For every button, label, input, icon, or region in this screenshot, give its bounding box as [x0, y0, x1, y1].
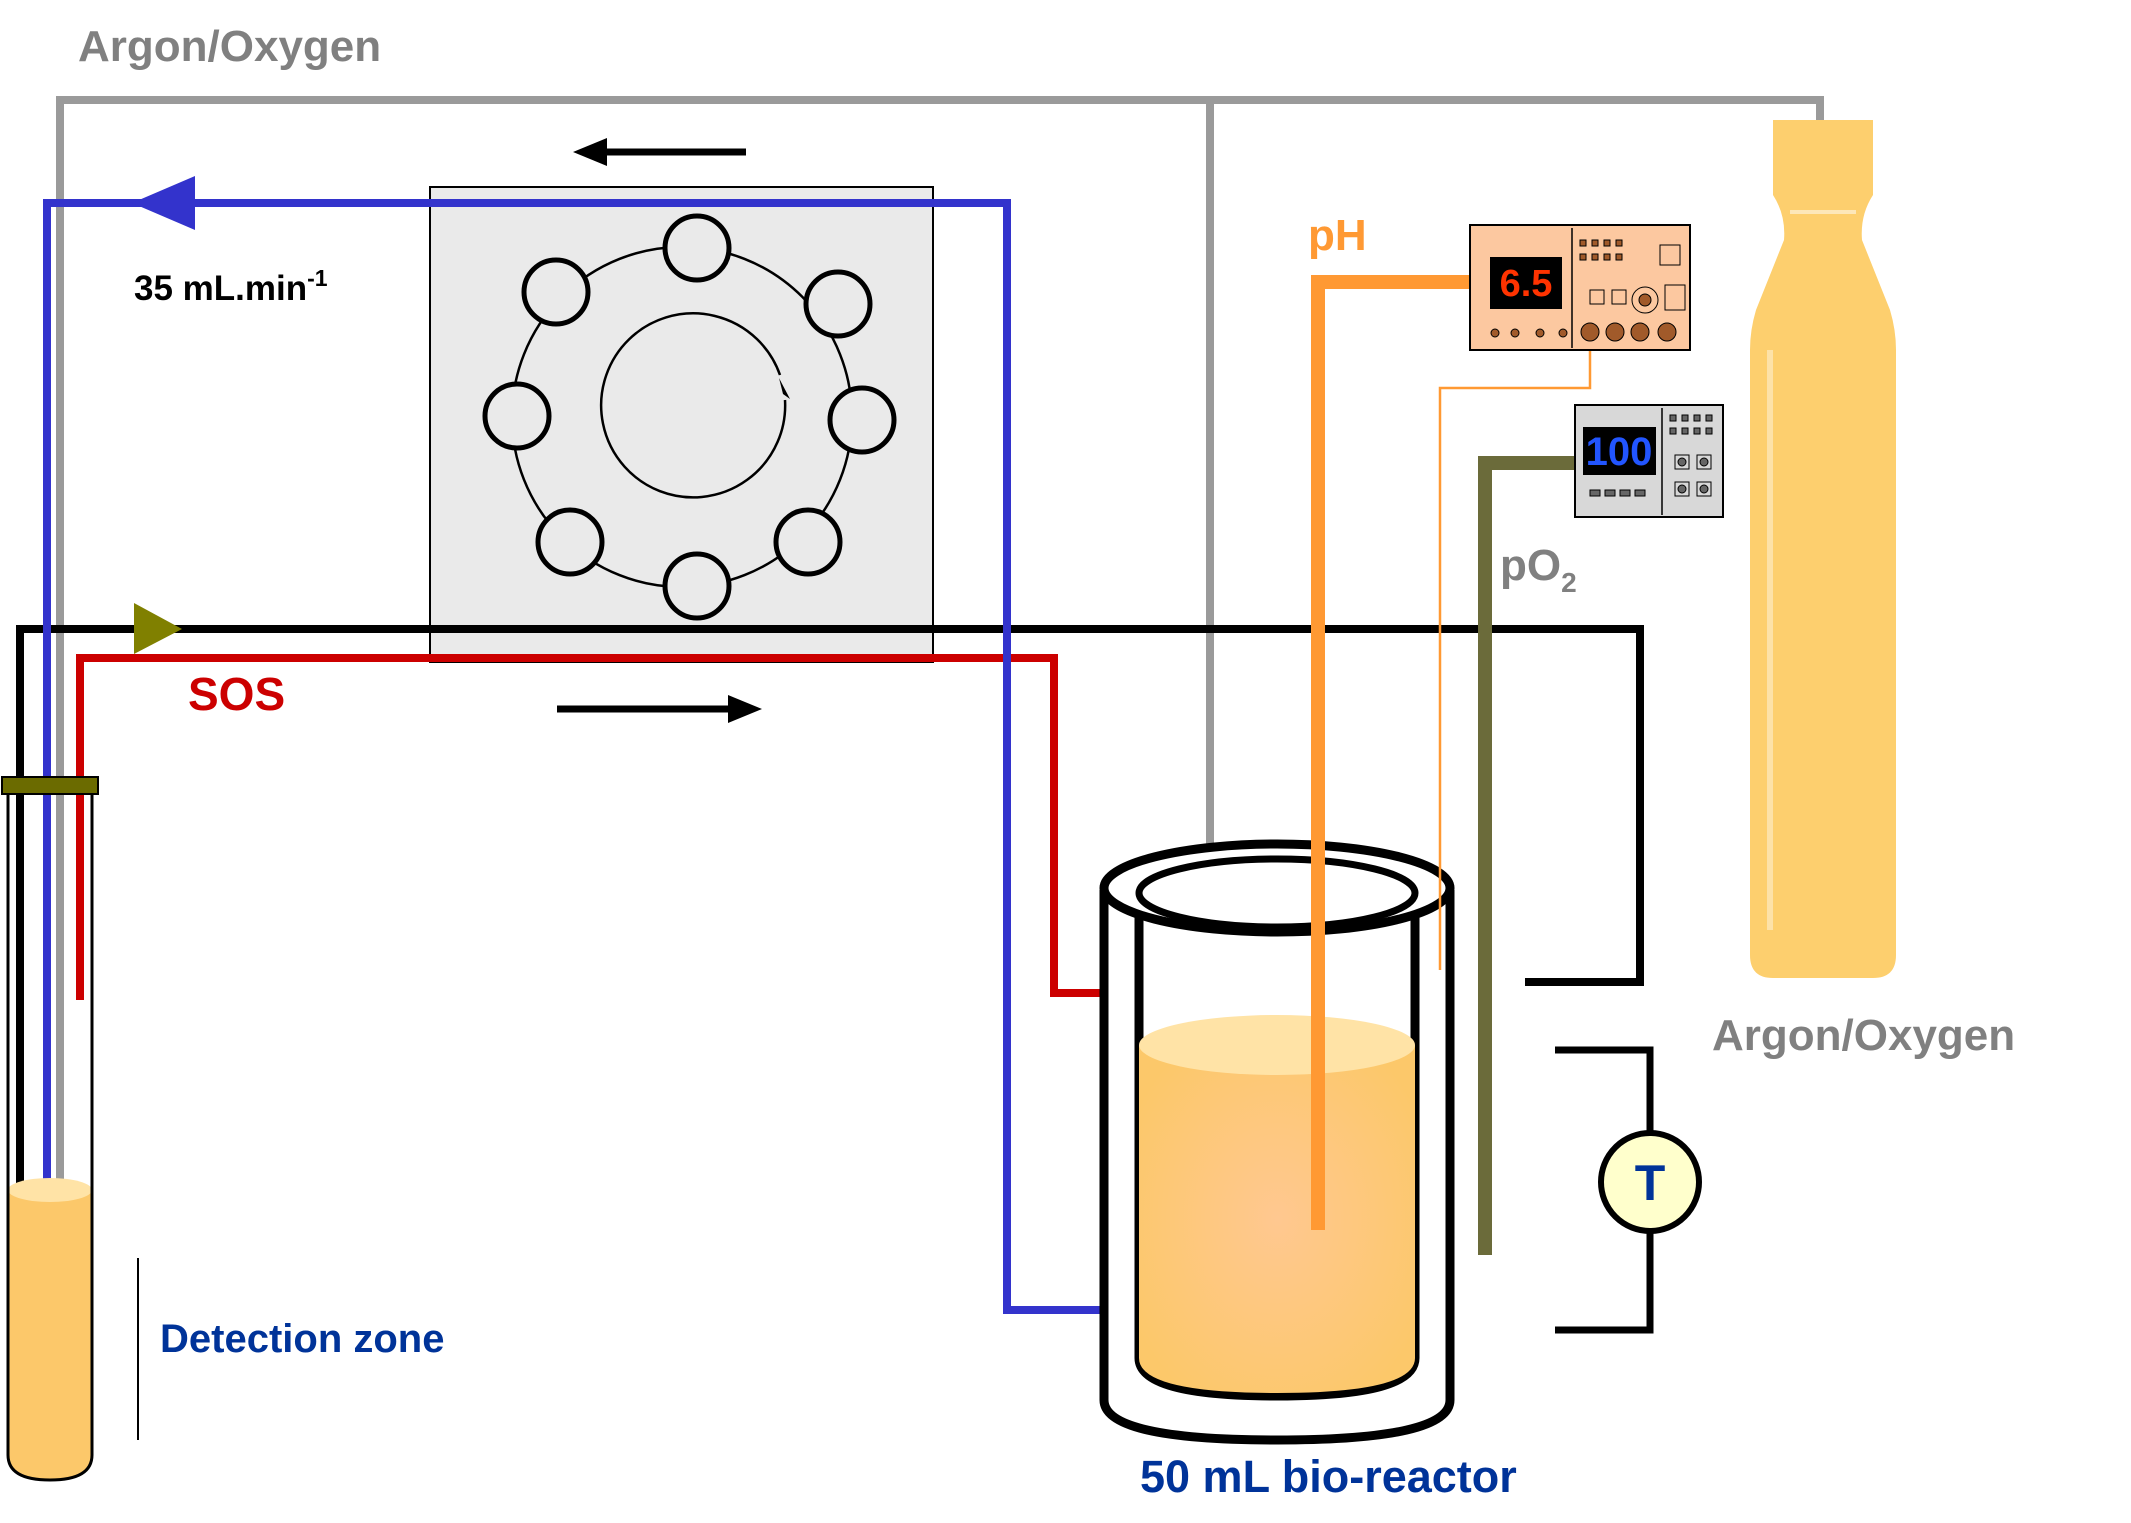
sos-tubing [76, 654, 1175, 1000]
pump-rotor [599, 312, 790, 499]
thermometer-label: T [1635, 1155, 1666, 1211]
po2-probe [1478, 456, 1575, 1255]
peristaltic-pump [429, 138, 934, 723]
gas-label-top: Argon/Oxygen [78, 22, 381, 71]
sos-label: SOS [188, 668, 285, 720]
ph-meter-display: 6.5 [1500, 263, 1553, 305]
ph-label: pH [1308, 211, 1367, 260]
flow-rate-label: 35 mL.min-1 [134, 265, 328, 308]
black-tubing [16, 625, 1644, 1190]
po2-label: pO2 [1500, 541, 1577, 598]
pump-rollers [482, 213, 897, 621]
bioreactor-vessel [1099, 839, 1455, 1445]
flow-arrow-olive [134, 603, 182, 654]
po2-label-subscript: 2 [1561, 567, 1577, 598]
po2-label-base: pO [1500, 541, 1561, 590]
flow-arrow-blue [132, 176, 195, 230]
detection-zone-label: Detection zone [160, 1317, 444, 1361]
ph-meter [1469, 224, 1691, 351]
po2-meter-display: 100 [1586, 430, 1653, 474]
detection-tube [1, 776, 139, 1482]
po2-meter [1574, 404, 1724, 518]
pump-direction-arrows [557, 138, 762, 723]
thermometer [1555, 1046, 1702, 1334]
gas-cylinder [1750, 120, 1896, 978]
flow-rate-value: 35 mL.min [134, 269, 307, 308]
return-tubing [43, 176, 1175, 1475]
gas-label-right: Argon/Oxygen [1712, 1011, 2015, 1060]
bioreactor-label: 50 mL bio-reactor [1140, 1451, 1517, 1502]
flow-rate-superscript: -1 [307, 265, 328, 291]
ph-probe [1311, 275, 1592, 1230]
